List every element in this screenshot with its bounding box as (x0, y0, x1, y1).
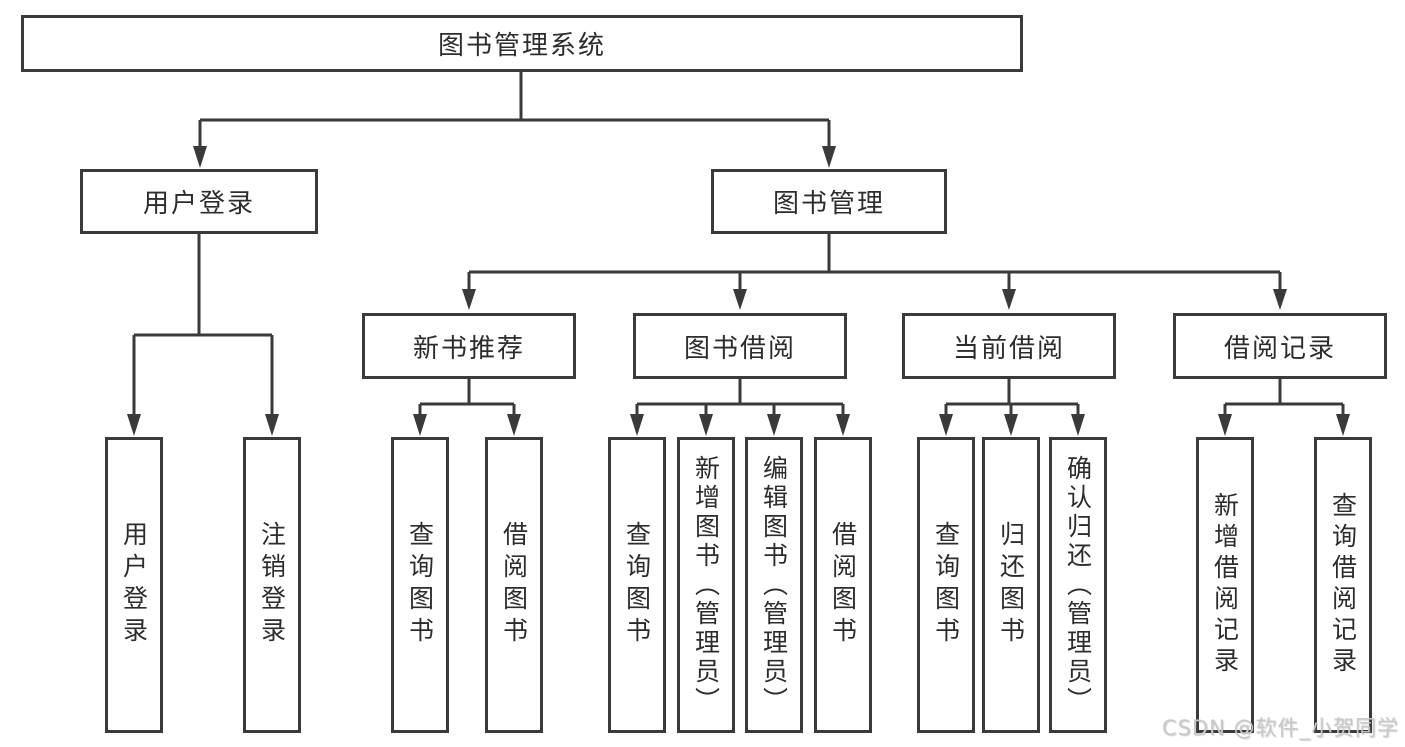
arrowheads (127, 146, 1350, 436)
node-book-borrow: 图书借阅 (633, 313, 847, 379)
leaf-return-books: 归还图书 (982, 437, 1040, 733)
leaf-query-books-newbook-label: 查询图书 (405, 521, 435, 649)
leaf-add-book-admin: 新增图书（管理员） (677, 437, 735, 733)
node-borrow-record-label: 借阅记录 (1223, 333, 1336, 364)
connector-book-borrow-to-leaves (635, 379, 845, 418)
csdn-watermark: CSDN @软件_小贺同学 (1161, 716, 1399, 740)
leaf-query-books-current: 查询图书 (917, 437, 975, 733)
node-root-label: 图书管理系统 (437, 31, 606, 61)
connector-current-borrow-to-leaves (944, 379, 1080, 418)
leaf-add-book-admin-label: 新增图书（管理员） (691, 454, 721, 716)
leaf-edit-book-admin-label: 编辑图书（管理员） (759, 454, 789, 716)
leaf-logout: 注销登录 (243, 437, 301, 733)
leaf-add-borrow-record-label: 新增借阅记录 (1210, 492, 1240, 678)
node-new-book-recommend: 新书推荐 (362, 313, 576, 379)
node-root: 图书管理系统 (21, 15, 1023, 72)
connector-user-login-to-leaves (132, 234, 274, 418)
leaf-query-borrow-record: 查询借阅记录 (1314, 437, 1372, 733)
leaf-confirm-return-admin: 确认归还（管理员） (1049, 437, 1107, 733)
leaf-edit-book-admin: 编辑图书（管理员） (745, 437, 803, 733)
leaf-logout-label: 注销登录 (257, 521, 287, 649)
leaf-query-books-current-label: 查询图书 (931, 521, 961, 649)
node-user-login: 用户登录 (80, 169, 318, 234)
leaf-user-login: 用户登录 (105, 437, 163, 733)
leaf-borrow-books-newbook-label: 借阅图书 (499, 521, 529, 649)
node-book-management-label: 图书管理 (772, 189, 885, 219)
connector-book-management-to-level3 (467, 234, 1282, 292)
node-book-management: 图书管理 (711, 169, 947, 234)
leaf-user-login-label: 用户登录 (119, 521, 149, 649)
node-user-login-label: 用户登录 (142, 189, 255, 219)
leaf-borrow-books-borrow-label: 借阅图书 (828, 521, 858, 649)
leaf-return-books-label: 归还图书 (996, 521, 1026, 649)
leaf-query-books-borrow-label: 查询图书 (622, 521, 652, 649)
node-current-borrow: 当前借阅 (902, 313, 1116, 379)
node-new-book-recommend-label: 新书推荐 (412, 333, 525, 364)
node-borrow-record: 借阅记录 (1173, 313, 1387, 379)
connector-new-book-to-leaves (418, 379, 516, 418)
leaf-borrow-books-newbook: 借阅图书 (485, 437, 543, 733)
leaf-borrow-books-borrow: 借阅图书 (814, 437, 872, 733)
connector-root-to-level2 (198, 72, 831, 150)
node-book-borrow-label: 图书借阅 (683, 333, 796, 364)
leaf-confirm-return-admin-label: 确认归还（管理员） (1063, 454, 1093, 716)
connector-borrow-record-to-leaves (1223, 379, 1345, 418)
node-current-borrow-label: 当前借阅 (952, 333, 1065, 364)
leaf-query-books-newbook: 查询图书 (391, 437, 449, 733)
leaf-query-books-borrow: 查询图书 (608, 437, 666, 733)
leaf-query-borrow-record-label: 查询借阅记录 (1328, 492, 1358, 678)
leaf-add-borrow-record: 新增借阅记录 (1196, 437, 1254, 733)
